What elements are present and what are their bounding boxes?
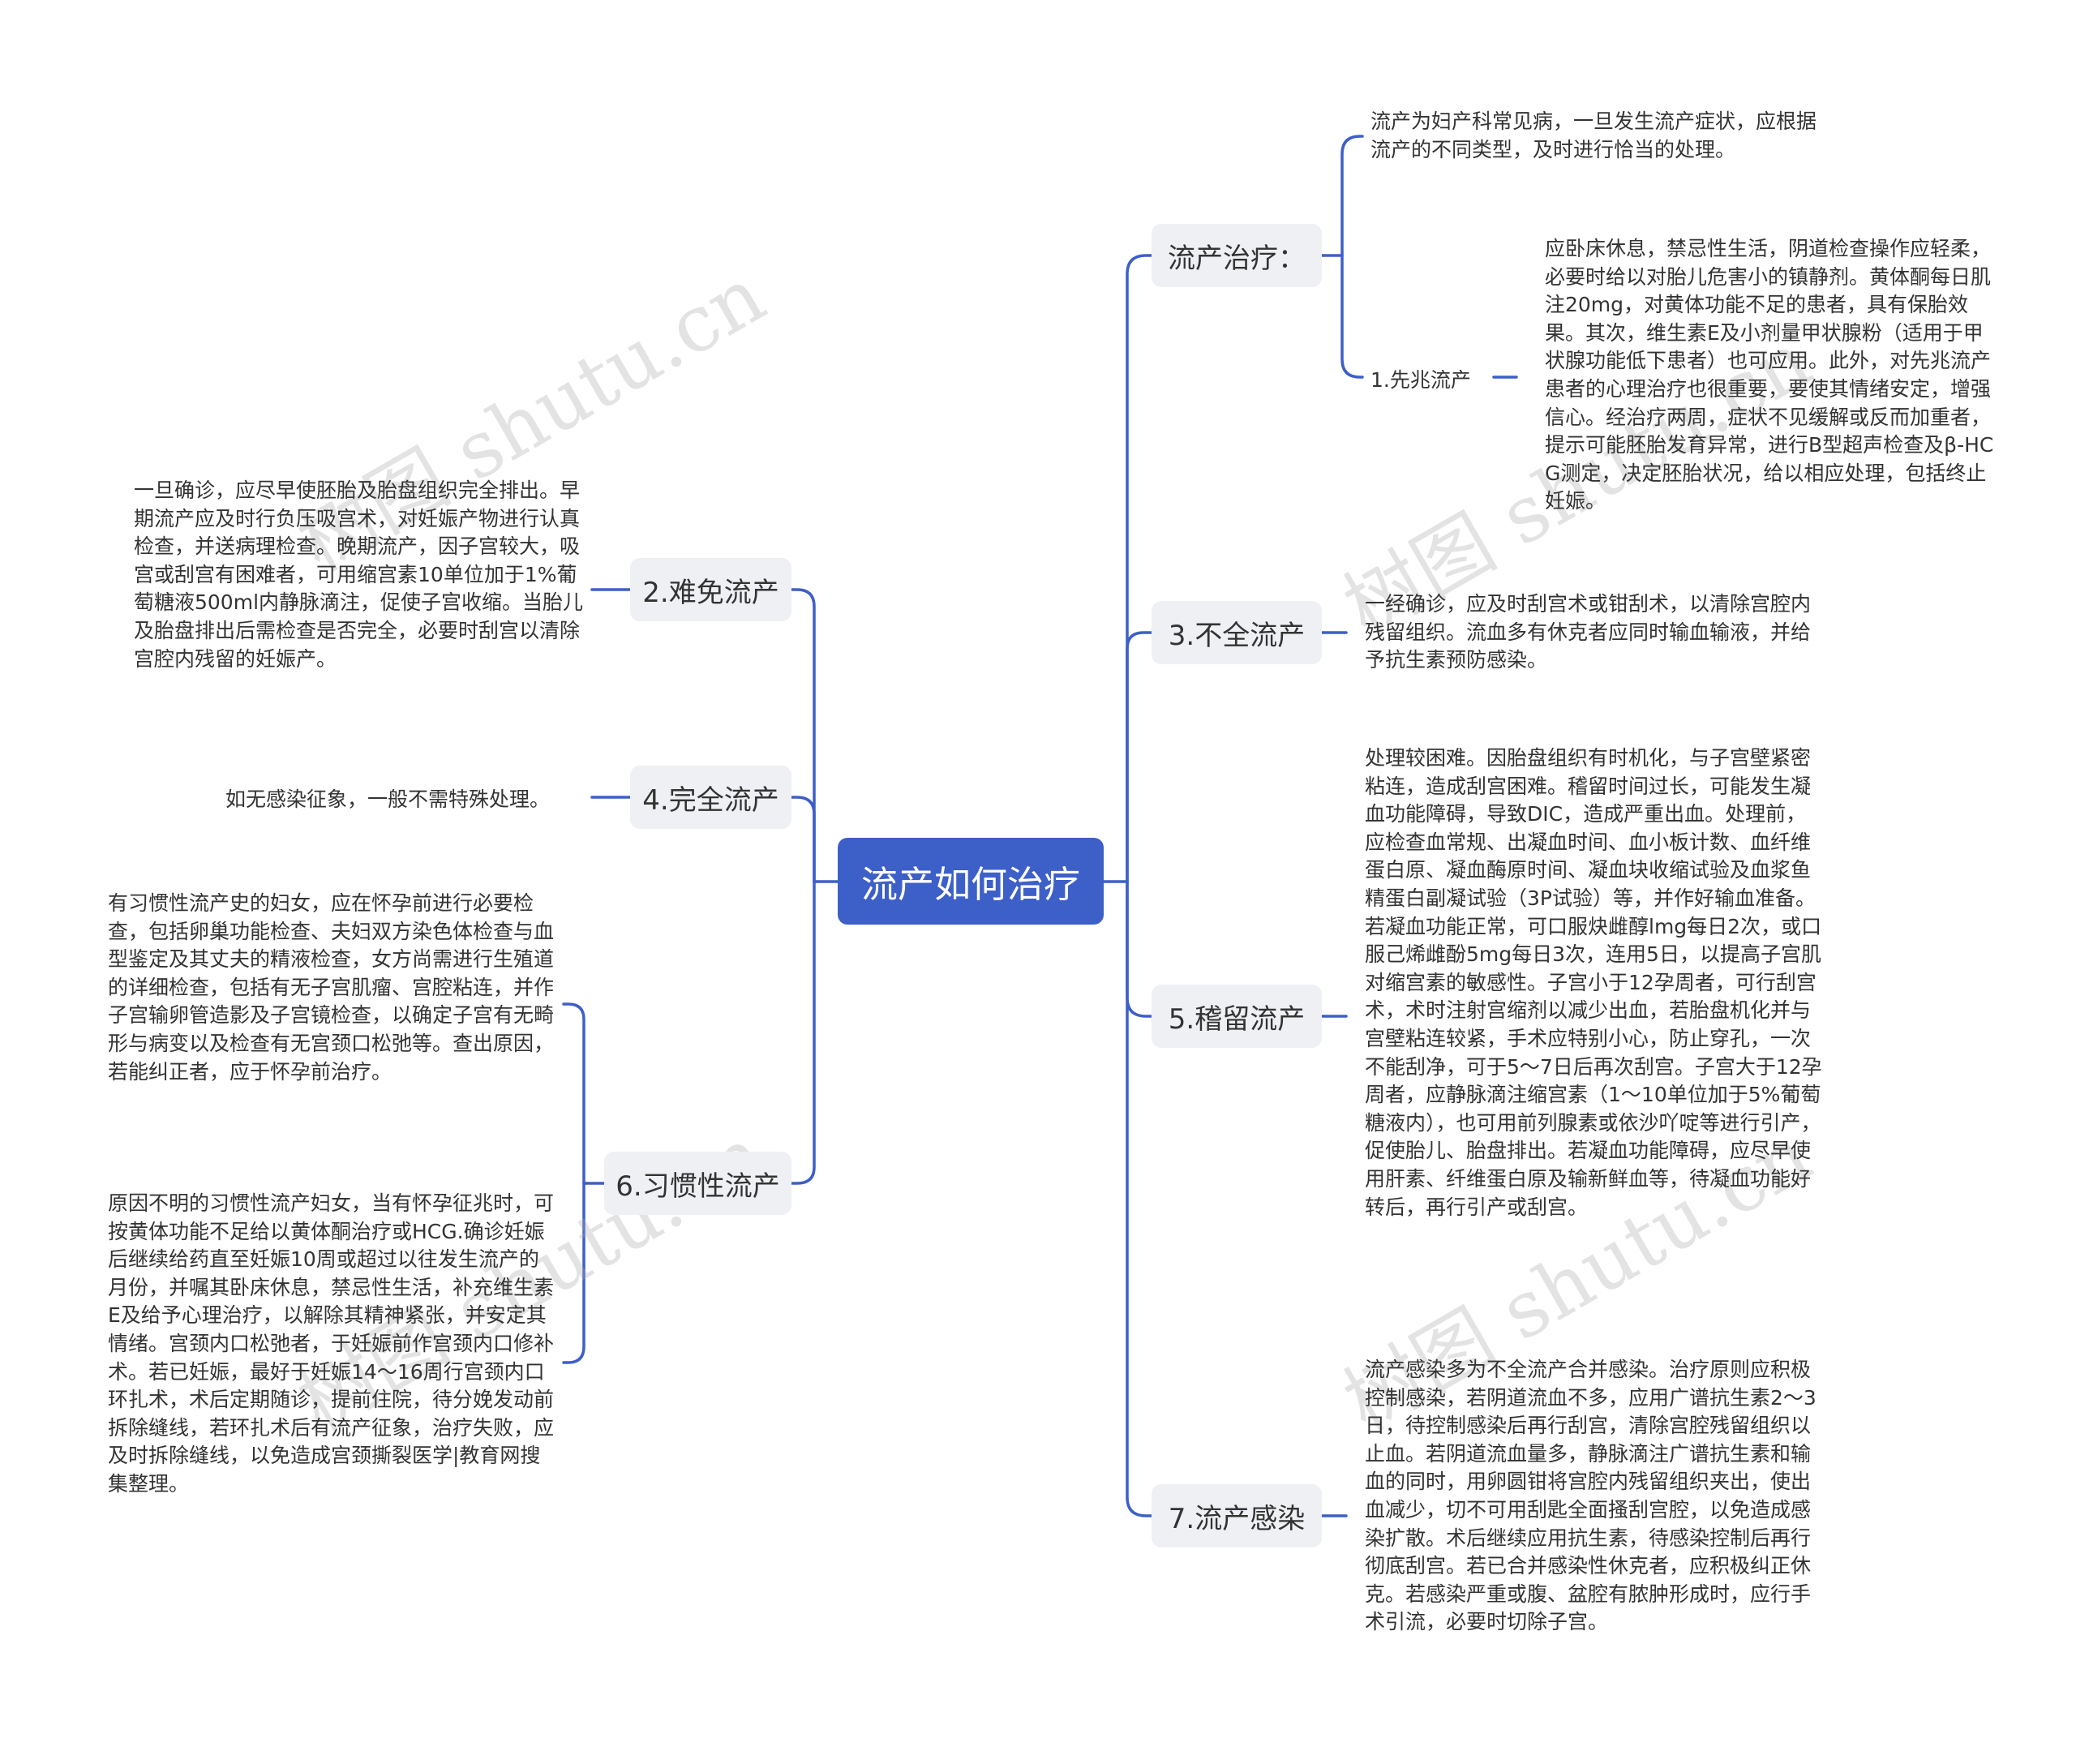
branch-septic-abortion[interactable]: 7.流产感染	[1152, 1484, 1322, 1547]
root-topic[interactable]: 流产如何治疗	[838, 838, 1104, 925]
incomplete-abortion-text: 一经确诊，应及时刮宫术或钳刮术，以清除宫腔内残留组织。流血多有休克者应同时输血输…	[1365, 592, 1812, 672]
inevitable-abortion-text: 一旦确诊，应尽早使胚胎及胎盘组织完全排出。早期流产应及时行负压吸宫术，对妊娠产物…	[134, 479, 584, 671]
branch-missed-abortion[interactable]: 5.稽留流产	[1152, 985, 1322, 1048]
branch-complete-abortion[interactable]: 4.完全流产	[630, 766, 791, 829]
missed-abortion-text: 处理较困难。因胎盘组织有时机化，与子宫壁紧密粘连，造成刮宫困难。稽留时间过长，可…	[1365, 746, 1822, 1219]
branch-habitual-abortion[interactable]: 6.习惯性流产	[604, 1152, 791, 1215]
habitual-abortion-text-2: 原因不明的习惯性流产妇女，当有怀孕征兆时，可按黄体功能不足给以黄体酮治疗或HCG…	[108, 1191, 555, 1496]
branch-threatened-abortion[interactable]: 1.先兆流产	[1370, 368, 1471, 392]
branch-inevitable-abortion[interactable]: 2.难免流产	[630, 558, 791, 621]
septic-abortion-text: 流产感染多为不全流产合并感染。治疗原则应积极控制感染，若阴道流血不多，应用广谱抗…	[1365, 1358, 1816, 1634]
threatened-abortion-text: 应卧床休息，禁忌性生活，阴道检查操作应轻柔，必要时给以对胎儿危害小的镇静剂。黄体…	[1545, 237, 1994, 513]
habitual-abortion-text-1: 有习惯性流产史的妇女，应在怀孕前进行必要检查，包括卵巢功能检查、夫妇双方染色体检…	[108, 891, 555, 1084]
complete-abortion-text: 如无感染征象，一般不需特殊处理。	[225, 788, 551, 811]
treatment-intro-text: 流产为妇产科常见病，一旦发生流产症状，应根据流产的不同类型，及时进行恰当的处理。	[1370, 109, 1817, 161]
branch-treatment[interactable]: 流产治疗：	[1152, 224, 1322, 287]
branch-incomplete-abortion[interactable]: 3.不全流产	[1152, 601, 1322, 664]
